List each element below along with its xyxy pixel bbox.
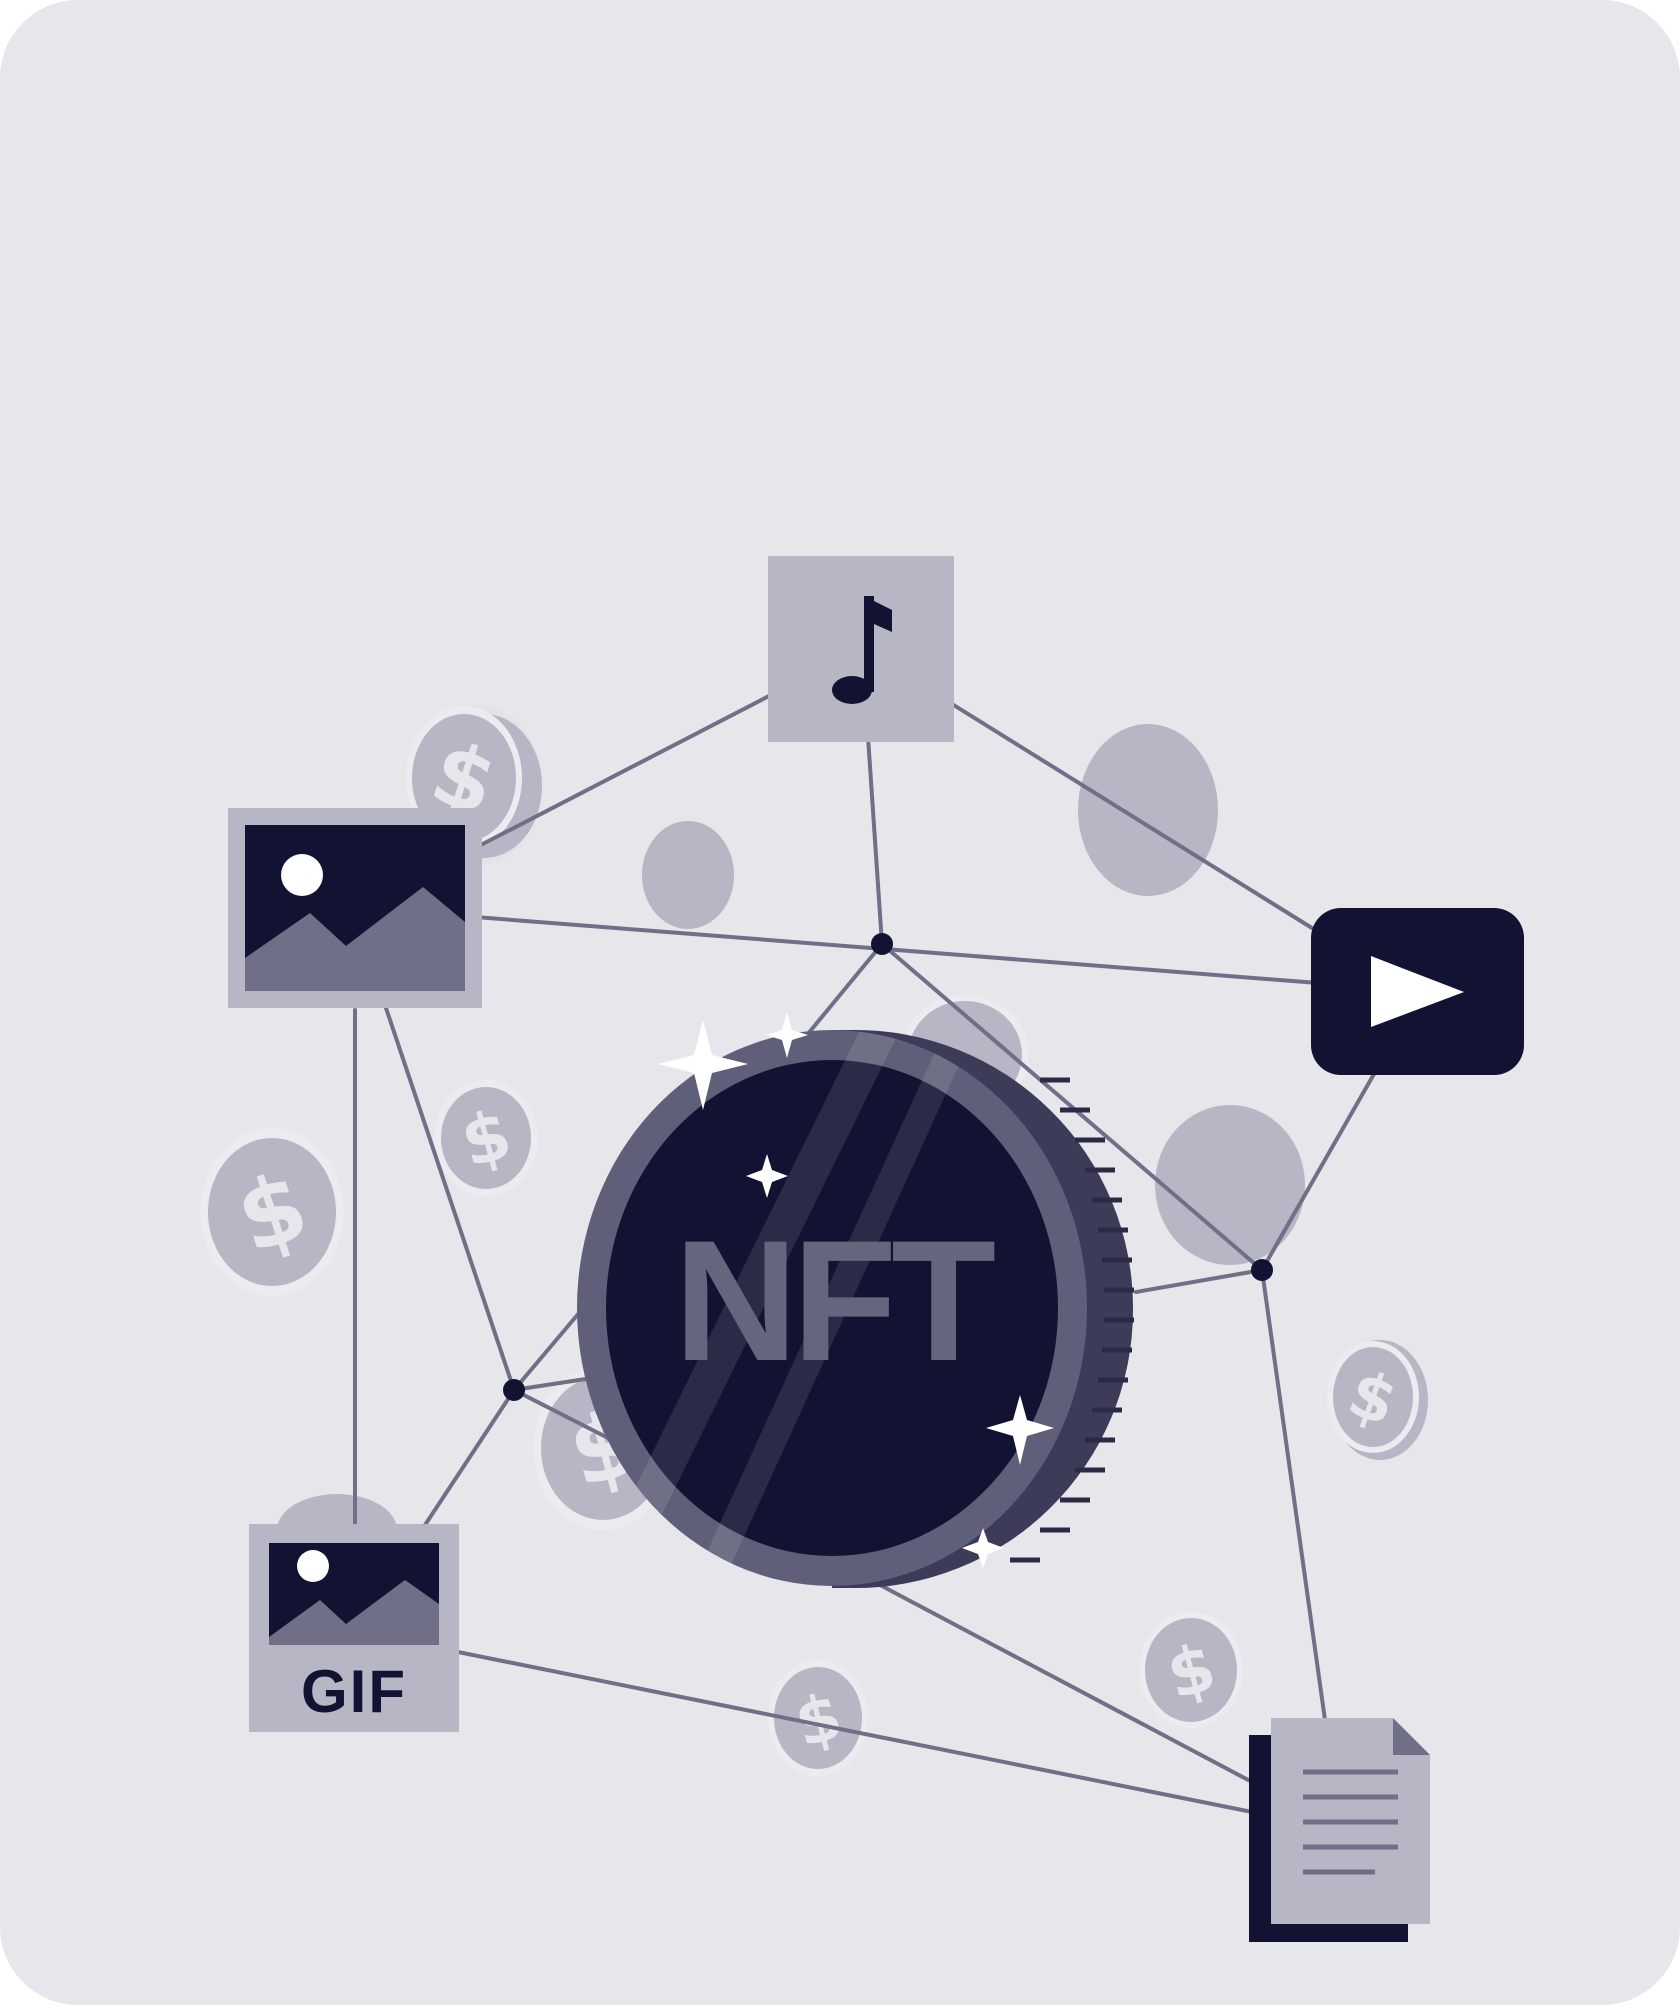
node-dot xyxy=(871,933,893,955)
sparkle-icon xyxy=(766,1012,808,1058)
blob xyxy=(642,821,734,929)
document-tile xyxy=(1249,1718,1430,1942)
network-nodes xyxy=(503,933,1273,1401)
dollar-coin: $ xyxy=(200,1128,344,1296)
dollar-coin: $ xyxy=(434,1080,538,1196)
dollar-coin: $ xyxy=(1327,1340,1428,1460)
sun xyxy=(281,854,323,896)
node-dot xyxy=(503,1379,525,1401)
sparkle-icon xyxy=(962,1528,1004,1568)
coin-face xyxy=(606,1060,1058,1556)
page-fold xyxy=(1393,1718,1430,1755)
music-note-icon xyxy=(832,596,892,704)
gif-label: GIF xyxy=(301,1658,407,1725)
dollar-coin: $ xyxy=(768,1660,868,1776)
coin-edge-ridges xyxy=(1010,1077,1134,1563)
node-dot xyxy=(1251,1259,1273,1281)
video-tile xyxy=(1311,908,1524,1075)
mountain xyxy=(245,887,465,991)
sparkle-icon xyxy=(746,1154,788,1198)
music-tile xyxy=(768,556,954,742)
blob xyxy=(1078,724,1218,896)
blob xyxy=(1155,1105,1305,1265)
image-tile xyxy=(228,808,482,1008)
mountain xyxy=(269,1580,439,1645)
dollar-coin: $ xyxy=(1139,1612,1243,1728)
sparkle-icon xyxy=(658,1020,748,1110)
coin-shine xyxy=(580,1030,975,1586)
gif-tile: GIF xyxy=(249,1524,459,1732)
coin-label: NFT xyxy=(674,1205,995,1397)
document-icon xyxy=(1303,1769,1398,1875)
play-icon xyxy=(1371,956,1464,1027)
sparkles xyxy=(658,1012,1054,1568)
sparkle-icon xyxy=(986,1395,1054,1465)
nft-coin: NFT xyxy=(577,1029,1134,1589)
sun xyxy=(297,1550,329,1582)
